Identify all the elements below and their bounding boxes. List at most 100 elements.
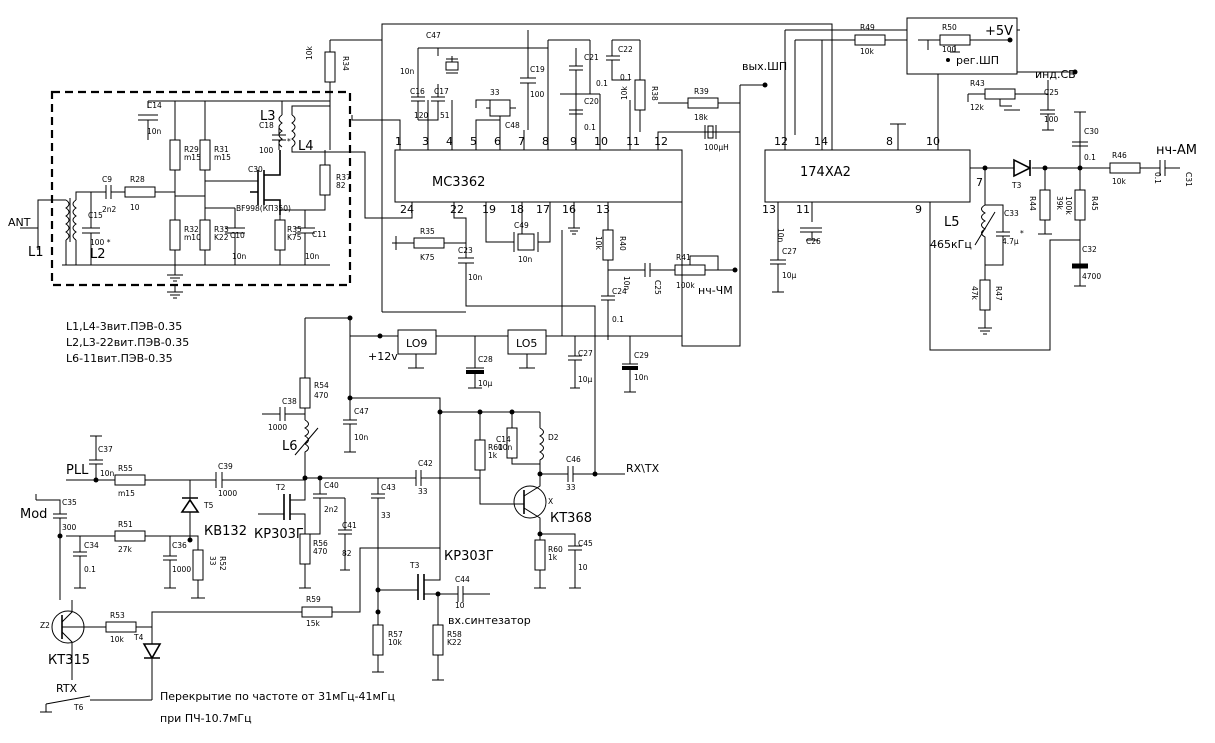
svg-text:10k: 10k	[110, 635, 125, 644]
t5-jfet	[283, 494, 291, 520]
svg-text:R60: R60	[548, 545, 563, 554]
svg-text:T3: T3	[1011, 181, 1022, 190]
svg-text:*: *	[1020, 229, 1024, 238]
svg-text:7: 7	[518, 135, 525, 148]
svg-text:11: 11	[626, 135, 640, 148]
svg-text:L3: L3	[260, 109, 276, 124]
svg-text:0.1: 0.1	[84, 565, 96, 574]
svg-text:C47: C47	[354, 407, 369, 416]
svg-text:C14: C14	[496, 435, 511, 444]
mod-label: Mod	[20, 507, 47, 522]
svg-text:11: 11	[796, 203, 810, 216]
vx-synth-label: вх.синтезатор	[448, 614, 531, 627]
svg-text:22: 22	[450, 203, 464, 216]
svg-text:1k: 1k	[488, 451, 498, 460]
svg-text:КТ315: КТ315	[48, 653, 90, 668]
svg-text:4.7μ: 4.7μ	[1002, 237, 1019, 246]
svg-text:*: *	[287, 137, 291, 146]
svg-text:C22: C22	[618, 45, 633, 54]
svg-text:10: 10	[578, 563, 588, 572]
t2-mosfet	[250, 150, 281, 215]
svg-text:9: 9	[570, 135, 577, 148]
svg-text:C17: C17	[434, 87, 449, 96]
svg-text:33: 33	[208, 556, 217, 566]
nch-am-label: нч-АМ	[1156, 143, 1197, 158]
svg-text:9: 9	[915, 203, 922, 216]
svg-text:24: 24	[400, 203, 414, 216]
svg-text:100: 100	[1044, 115, 1059, 124]
svg-text:R43: R43	[970, 79, 985, 88]
reg-shp-label: рег.ШП	[956, 54, 999, 67]
svg-text:C32: C32	[1082, 245, 1097, 254]
svg-text:Z2: Z2	[40, 621, 50, 630]
svg-text:T3: T3	[409, 561, 420, 570]
svg-text:100: 100	[942, 45, 957, 54]
svg-text:C15: C15	[88, 211, 103, 220]
svg-text:C31: C31	[1184, 172, 1193, 187]
rf-shield-box	[50, 90, 352, 287]
svg-text:13: 13	[596, 203, 610, 216]
svg-text:C24: C24	[612, 287, 627, 296]
svg-text:K22: K22	[214, 233, 229, 242]
svg-text:10n: 10n	[634, 373, 649, 382]
svg-text:0.1: 0.1	[584, 123, 596, 132]
cd1-varicap	[180, 497, 200, 513]
svg-text:19: 19	[482, 203, 496, 216]
svg-text:L5: L5	[944, 215, 960, 230]
svg-text:10k: 10k	[620, 85, 629, 100]
svg-text:10n: 10n	[468, 273, 483, 282]
plus5v-label: +5V	[985, 24, 1013, 39]
mc3362-label: MC3362	[432, 175, 485, 190]
svg-text:C35: C35	[62, 498, 77, 507]
svg-text:C25: C25	[653, 280, 662, 295]
svg-text:0.1: 0.1	[1084, 153, 1096, 162]
svg-text:R40: R40	[618, 236, 627, 251]
svg-text:K75: K75	[287, 233, 302, 242]
svg-text:LO5: LO5	[516, 337, 537, 350]
svg-text:14: 14	[814, 135, 828, 148]
svg-text:33: 33	[418, 487, 428, 496]
l5-coil	[974, 168, 1010, 266]
174xa2-label: 174XA2	[800, 165, 851, 180]
l1-coil	[65, 199, 70, 241]
svg-text:R44: R44	[1028, 196, 1037, 211]
svg-text:X: X	[548, 497, 553, 506]
svg-text:m15: m15	[118, 489, 135, 498]
svg-text:C41: C41	[342, 521, 357, 530]
pll-label: PLL	[66, 463, 89, 478]
svg-text:15k: 15k	[306, 619, 321, 628]
svg-text:R38: R38	[650, 86, 659, 101]
svg-text:10k: 10k	[594, 236, 603, 251]
svg-text:1000: 1000	[268, 423, 287, 432]
r31-label: R31	[214, 145, 229, 154]
svg-text:18: 18	[510, 203, 524, 216]
svg-text:R35: R35	[287, 225, 302, 234]
svg-text:КВ132: КВ132	[204, 524, 247, 539]
svg-text:R41: R41	[676, 253, 691, 262]
svg-text:C29: C29	[634, 351, 649, 360]
svg-text:R57: R57	[388, 630, 403, 639]
svg-text:33: 33	[381, 511, 391, 520]
svg-text:2n2: 2n2	[324, 505, 339, 514]
r29-label: R29	[184, 145, 199, 154]
svg-text:0.1: 0.1	[1153, 172, 1162, 184]
svg-text:3: 3	[422, 135, 429, 148]
svg-text:5: 5	[470, 135, 477, 148]
svg-text:C42: C42	[418, 459, 433, 468]
svg-text:R56: R56	[313, 539, 328, 548]
svg-text:10μ: 10μ	[478, 379, 493, 388]
svg-text:10μ: 10μ	[782, 271, 797, 280]
svg-text:T2: T2	[275, 483, 286, 492]
svg-text:m10: m10	[184, 233, 201, 242]
svg-text:C10: C10	[230, 231, 245, 240]
svg-text:C30: C30	[248, 165, 263, 174]
svg-text:C20: C20	[584, 97, 599, 106]
svg-text:m15: m15	[184, 153, 201, 162]
svg-text:0.1: 0.1	[620, 73, 632, 82]
vyx-shp-label: вых.ШП	[742, 60, 787, 73]
svg-text:R58: R58	[447, 630, 462, 639]
l3-coil	[278, 114, 283, 148]
svg-text:R59: R59	[306, 595, 321, 604]
svg-text:6: 6	[494, 135, 501, 148]
